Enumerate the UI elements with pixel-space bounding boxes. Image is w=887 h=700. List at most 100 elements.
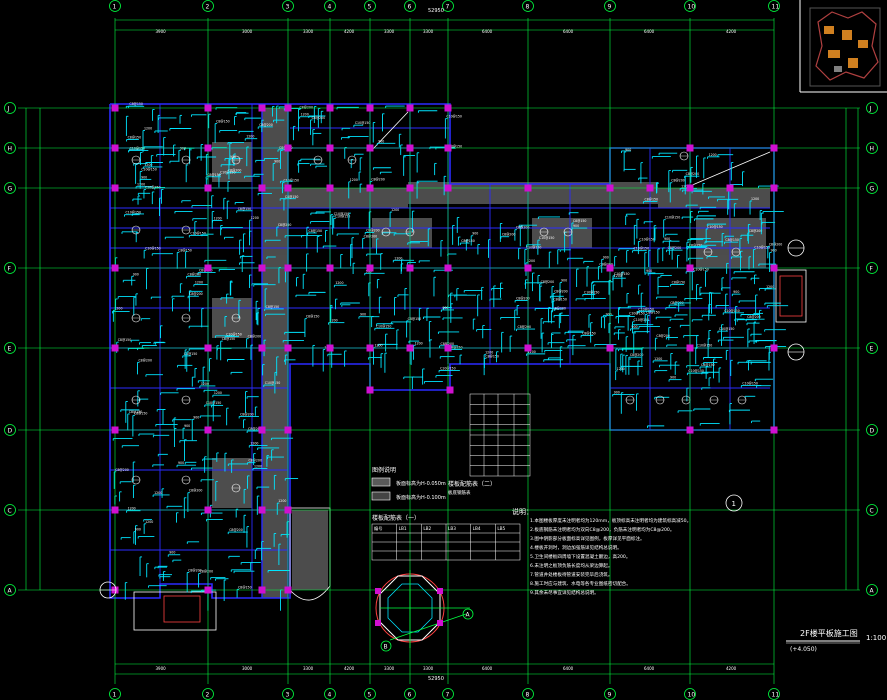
dimension-text: 4200 (344, 666, 355, 671)
column (204, 104, 212, 112)
rebar-label: C8@200 (189, 292, 203, 296)
column (406, 264, 414, 272)
note-line: 2.板底钢筋未注明者均为双向C8@200，负筋未注明者均为C8@200。 (530, 526, 674, 533)
column (258, 344, 266, 352)
rebar-label: 900 (664, 237, 670, 241)
grid-bubble-row: E (866, 342, 878, 354)
rebar-label: C10@150 (697, 343, 713, 347)
rebar-label: C8@150 (461, 239, 475, 243)
rebar-label: C8@200 (668, 246, 682, 250)
grid-bubble-col: 1 (109, 688, 121, 700)
rebar-label: 1200 (251, 216, 259, 220)
rebar-label: C10@150 (141, 167, 157, 171)
rebar-label: C10@150 (334, 212, 350, 216)
svg-text:5: 5 (368, 4, 372, 11)
rebar-label: C10@150 (220, 170, 236, 174)
column (204, 144, 212, 152)
rebar-label: 1200 (617, 367, 625, 371)
dimension-text: 6400 (644, 666, 655, 671)
rebar-label: C8@150 (238, 585, 252, 589)
rebar-label: C10@150 (190, 231, 206, 235)
column (444, 104, 452, 112)
table-right-title: 楼板配筋表（二） (448, 480, 496, 488)
column (366, 386, 374, 394)
svg-text:8: 8 (526, 4, 530, 11)
column (284, 586, 292, 594)
rebar-label: 900 (180, 146, 186, 150)
svg-text:H: H (870, 146, 875, 153)
column (770, 144, 778, 152)
rebar-label: 1200 (246, 135, 254, 139)
column (204, 184, 212, 192)
rebar-label: 1200 (254, 464, 262, 468)
rebar-label: 900 (625, 148, 631, 152)
rebar-label: 1200 (214, 216, 222, 220)
rebar-label: C10@150 (639, 237, 655, 241)
dimension-text: 3300 (423, 29, 434, 34)
rebar-label: C10@150 (584, 290, 600, 294)
dimension-text: 3300 (384, 29, 395, 34)
column (258, 104, 266, 112)
column (258, 586, 266, 594)
grid-bubble-col: 11 (768, 0, 780, 12)
rebar-label: C8@150 (553, 297, 567, 301)
svg-text:3: 3 (286, 692, 290, 699)
rebar-label: C10@150 (446, 115, 462, 119)
rebar-label: 900 (606, 313, 612, 317)
rebar-label: C8@150 (701, 363, 715, 367)
rebar-label: 1200 (394, 256, 402, 260)
rebar-label: C8@150 (582, 331, 596, 335)
rebar-label: C8@200 (630, 353, 644, 357)
grid-bubble-row: A (866, 584, 878, 596)
grid-bubble-row: H (4, 142, 16, 154)
rebar-label: 1200 (709, 153, 717, 157)
title-block: 2F楼平板施工图 (+4.050) 1:100 (786, 628, 886, 653)
rebar-label: C10@150 (130, 146, 146, 150)
rebar-label: C8@200 (278, 223, 292, 227)
svg-text:6: 6 (408, 4, 412, 11)
column (444, 344, 452, 352)
rebar-label: C8@150 (449, 345, 463, 349)
rebar-label: 1200 (330, 319, 338, 323)
rebar-label: C8@200 (240, 412, 254, 416)
grid-bubble-row: J (4, 102, 16, 114)
column (326, 144, 334, 152)
rebar-label: 1200 (350, 178, 358, 182)
rebar-label: 900 (193, 415, 199, 419)
column (406, 144, 414, 152)
rebar-label: 900 (646, 269, 652, 273)
column (326, 104, 334, 112)
svg-text:7: 7 (446, 4, 450, 11)
rebar-label: 1200 (214, 391, 222, 395)
rebar-label: 900 (733, 290, 739, 294)
drawing-scale: 1:100 (866, 634, 886, 642)
rebar-label: C8@200 (200, 569, 214, 573)
grid-bubble-row: C (866, 504, 878, 516)
rebar-label: C10@150 (688, 369, 704, 373)
rebar-label: 900 (178, 461, 184, 465)
table-left-header: LB1 (399, 526, 407, 531)
svg-text:H: H (8, 146, 13, 153)
rebar-label: C8@200 (188, 568, 202, 572)
rebar-label: C8@150 (238, 207, 252, 211)
legend-item-1: 板面标高为H-0.050m (396, 480, 446, 487)
dimension-text: 6400 (482, 666, 493, 671)
legend-title: 图例说明 (372, 466, 396, 474)
rebar-label: 900 (561, 279, 567, 283)
rebar-label: 1200 (114, 306, 122, 310)
column (284, 426, 292, 434)
rebar-label: C8@150 (306, 315, 320, 319)
top-overall-dimension: 52950 (428, 8, 444, 14)
column (406, 344, 414, 352)
legend: 图例说明 板面标高为H-0.050m 板面标高为H-0.100m (371, 466, 446, 501)
svg-text:3: 3 (286, 4, 290, 11)
grid-bubble-row: F (4, 262, 16, 274)
svg-text:9: 9 (608, 4, 612, 11)
rebar-label: C8@200 (371, 178, 385, 182)
rebar-label: C8@150 (645, 197, 659, 201)
rebar-label: 1200 (250, 442, 258, 446)
note-line: 9.其余未尽事宜详见结构总说明。 (530, 589, 599, 596)
rebar-label: C8@200 (115, 468, 129, 472)
rebar-label: 1200 (144, 163, 152, 167)
